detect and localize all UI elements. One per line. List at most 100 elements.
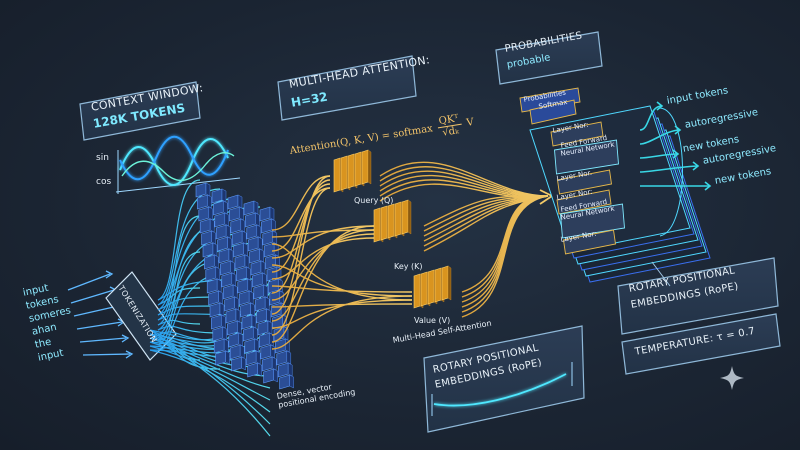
embedding-cell	[229, 206, 240, 222]
embedding-cell-side	[260, 260, 266, 275]
qkv-slab	[427, 269, 435, 305]
cyan-flow-line	[149, 345, 271, 401]
output-arrowhead	[674, 125, 682, 135]
output-arrows	[639, 101, 712, 191]
embedding-cell-side	[216, 278, 222, 293]
embedding-cell	[214, 212, 226, 228]
qkv-slab	[354, 151, 362, 187]
input-arrow	[70, 289, 115, 304]
embedding-cell-side	[248, 290, 254, 305]
embedding-cell-side	[235, 308, 241, 323]
probabilities-panel	[495, 31, 603, 85]
qkv-slab	[373, 207, 381, 243]
embedding-cell-side	[264, 296, 270, 311]
embedding-cell	[229, 344, 241, 360]
embedding-cell	[277, 362, 289, 378]
embedding-cell-side	[257, 236, 263, 251]
embedding-cell-side	[222, 326, 228, 341]
embedding-cell-side	[262, 272, 267, 287]
qkv-slab	[434, 267, 442, 303]
embedding-cell	[208, 290, 219, 306]
stack-layer-box	[519, 87, 581, 113]
embedding-cell	[252, 272, 263, 288]
embedding-cell-side	[250, 302, 255, 317]
yellow-flow-line	[271, 175, 331, 231]
embedding-cell-side	[215, 266, 221, 281]
embedding-cell-side	[244, 254, 250, 269]
yellow-flow-line	[379, 166, 549, 197]
qkv-slab	[420, 271, 428, 307]
embedding-cell	[259, 206, 271, 222]
embedding-cell	[227, 194, 239, 210]
embedding-cell-side	[237, 194, 243, 209]
embedding-cell-side	[257, 362, 262, 377]
embedding-cell	[254, 296, 266, 312]
embedding-cell	[250, 260, 262, 276]
yellow-flow-line	[271, 233, 375, 301]
qkv-slab-side	[367, 149, 372, 185]
cyan-flow-line	[157, 179, 201, 301]
embedding-cell	[224, 296, 235, 312]
embedding-cell-side	[239, 206, 244, 221]
sin-cos-waves	[115, 135, 241, 194]
embedding-cell-side	[227, 236, 232, 251]
qkv-slab	[380, 205, 388, 241]
output-arrow	[639, 153, 679, 159]
output-arrowhead	[672, 149, 680, 159]
output-arrowhead	[656, 101, 664, 111]
temperature-panel	[621, 313, 781, 375]
embedding-cell-side	[240, 218, 246, 233]
yellow-flow-line	[271, 225, 375, 343]
embedding-cell	[245, 350, 257, 366]
value-block	[413, 265, 452, 309]
output-arrowhead	[704, 181, 712, 191]
embedding-cell	[249, 248, 260, 264]
embedding-cell-side	[225, 350, 230, 365]
embedding-cell-side	[259, 248, 264, 263]
stack-layer-box	[550, 121, 604, 147]
cyan-flow-line	[149, 329, 271, 425]
embedding-cell-side	[251, 314, 257, 329]
stack-layer-box	[556, 189, 612, 215]
embedding-cell-side	[237, 320, 242, 335]
embedding-cell-side	[223, 200, 228, 215]
input-arrowhead	[125, 350, 134, 359]
input-arrow	[67, 273, 111, 291]
embedding-cell	[222, 284, 234, 300]
qkv-slab	[340, 155, 348, 191]
rope-right-panel	[617, 257, 779, 335]
embedding-cell	[247, 236, 259, 252]
embedding-cell	[245, 212, 256, 228]
embedding-cell	[261, 218, 272, 234]
cyan-flow-line	[157, 325, 221, 334]
qkv-slab-side	[447, 265, 452, 301]
embedding-cell-side	[223, 338, 229, 353]
embedding-cell-side	[287, 362, 293, 377]
query-label: Query (Q)	[354, 196, 394, 205]
embedding-cell-side	[273, 368, 278, 383]
embedding-cell-side	[232, 284, 238, 299]
embedding-cell	[279, 374, 290, 390]
qkv-slab	[441, 265, 449, 301]
output-arrow	[639, 165, 699, 173]
output-arrowhead	[692, 161, 700, 171]
embedding-cell-side	[247, 278, 253, 293]
qkv-slab	[413, 273, 421, 309]
embedding-cell	[265, 254, 276, 270]
yellow-flow-line	[271, 264, 413, 297]
embedding-cell	[234, 254, 246, 270]
embedding-cell-side	[246, 266, 251, 281]
cyan-flow-line	[157, 215, 201, 321]
yellow-flow-line	[271, 187, 331, 252]
embedding-cell-side	[270, 344, 276, 359]
embedding-cell-side	[241, 230, 247, 245]
qkv-blocks	[333, 149, 452, 309]
yellow-flow-line	[271, 295, 413, 350]
embedding-cell-side	[253, 200, 259, 215]
embedding-cell-side	[238, 332, 244, 347]
input-arrow	[76, 321, 123, 330]
cyan-flow-line	[149, 341, 271, 389]
embedding-cell-side	[230, 260, 235, 275]
yellow-flow-line	[271, 179, 331, 294]
